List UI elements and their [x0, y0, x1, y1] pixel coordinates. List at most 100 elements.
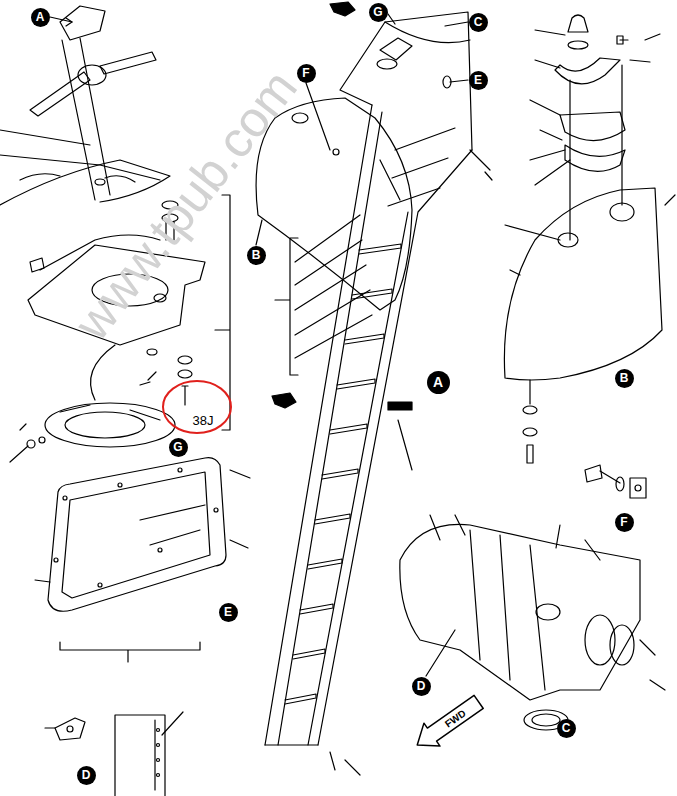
tail-beam: [322, 469, 358, 479]
panel-detail: [558, 233, 578, 247]
panel-detail: [529, 380, 530, 404]
fairing: [292, 113, 308, 123]
tail-beam: [388, 402, 412, 410]
bulkhead-detail: [610, 625, 634, 665]
panel-detail: [523, 428, 537, 436]
tail-beam: [388, 128, 455, 206]
detail-marker: G: [369, 3, 388, 22]
post-detail: [157, 759, 160, 762]
fairing: [256, 2, 468, 408]
gasket-detail: [214, 508, 218, 512]
detail-marker: F: [297, 64, 316, 83]
detail-marker: A: [427, 371, 450, 394]
rotor-detail: [0, 160, 170, 205]
bulkhead-detail: [426, 630, 455, 676]
tail-beam: [315, 514, 350, 524]
bulkhead-detail: [400, 515, 665, 730]
detail-marker: D: [412, 677, 431, 696]
fairing: [333, 149, 339, 155]
rotor-detail: [95, 179, 105, 185]
mount-plate-detail: [178, 370, 192, 378]
detail-marker: C: [557, 719, 576, 738]
fairing: [256, 220, 262, 245]
tail-beam: [330, 424, 367, 434]
tail-beam: [359, 244, 401, 254]
detail-marker: B: [247, 246, 266, 265]
panel-detail: [523, 406, 537, 414]
tail-beam: [330, 420, 412, 775]
mount-plate-detail: [147, 349, 157, 355]
fairing: [272, 393, 296, 408]
panel-detail: [568, 15, 588, 32]
mount-plate-detail: [140, 372, 156, 385]
bulkhead-detail: [532, 714, 560, 726]
clip-detail: [585, 465, 646, 498]
tail-beam: [265, 105, 382, 745]
post-detail: [157, 729, 160, 732]
forward-arrow: [409, 690, 486, 756]
tail-beam: [293, 649, 325, 659]
panel-detail: [570, 65, 622, 240]
rotor-detail: [100, 52, 156, 74]
tail-beam: [380, 150, 492, 200]
tail-beam: [337, 379, 375, 389]
post-detail: [45, 712, 183, 796]
bracket: [60, 195, 298, 662]
bulkhead-detail: [400, 524, 640, 700]
rotor-detail: [20, 174, 135, 182]
detail-marker: F: [615, 513, 634, 532]
rotor-detail: [0, 6, 170, 205]
panel-detail: [610, 203, 634, 221]
mount-plate-detail: [20, 424, 26, 430]
tail-beam: [345, 334, 384, 344]
gasket-detail: [54, 558, 58, 562]
mount-plate-detail: [182, 386, 188, 405]
panel-detail: [504, 15, 675, 463]
clip-detail: [630, 478, 646, 498]
fairing: [443, 76, 451, 88]
detail-marker: D: [77, 766, 96, 785]
panel-detail: [505, 30, 570, 275]
rotor-detail: [62, 38, 110, 200]
panel-detail: [555, 58, 620, 84]
panel-detail: [565, 145, 625, 171]
post-detail: [45, 712, 183, 735]
panel-detail: [620, 34, 675, 205]
rotor-detail: [0, 130, 160, 180]
rotor-detail: [66, 18, 72, 26]
highlight-ring: [163, 381, 231, 433]
gasket-detail: [35, 458, 250, 612]
tail-beam: [300, 604, 333, 614]
clip-detail: [600, 471, 620, 483]
gasket-detail: [118, 483, 122, 487]
post-detail: [67, 726, 73, 732]
bracket: [275, 238, 298, 375]
mount-plate-detail: [91, 345, 116, 400]
post-detail: [157, 744, 160, 747]
detail-marker: G: [169, 438, 188, 457]
tail-beam: [285, 694, 316, 704]
gasket-detail: [35, 470, 250, 582]
detail-marker: B: [615, 369, 634, 388]
detail-marker: A: [31, 8, 50, 27]
gasket-detail: [63, 496, 67, 500]
fairing: [380, 38, 412, 60]
mount-plate-detail: [178, 356, 192, 364]
detail-marker: E: [469, 71, 488, 90]
tail-beam: [265, 12, 492, 775]
detail-marker: E: [219, 603, 238, 622]
gasket-detail: [158, 548, 162, 552]
mount-plate-detail: [65, 412, 145, 438]
mount-plate-detail: [39, 437, 45, 443]
bulkhead-detail: [430, 515, 665, 690]
bulkhead-detail: [470, 530, 545, 690]
tail-beam: [385, 22, 470, 43]
callout-number: 38J: [192, 414, 215, 428]
detail-marker: C: [469, 13, 488, 32]
panel-detail: [504, 188, 662, 380]
fairing: [388, 14, 468, 82]
fairing: [330, 2, 355, 16]
bracket: [60, 642, 200, 662]
gasket-detail: [62, 472, 210, 598]
